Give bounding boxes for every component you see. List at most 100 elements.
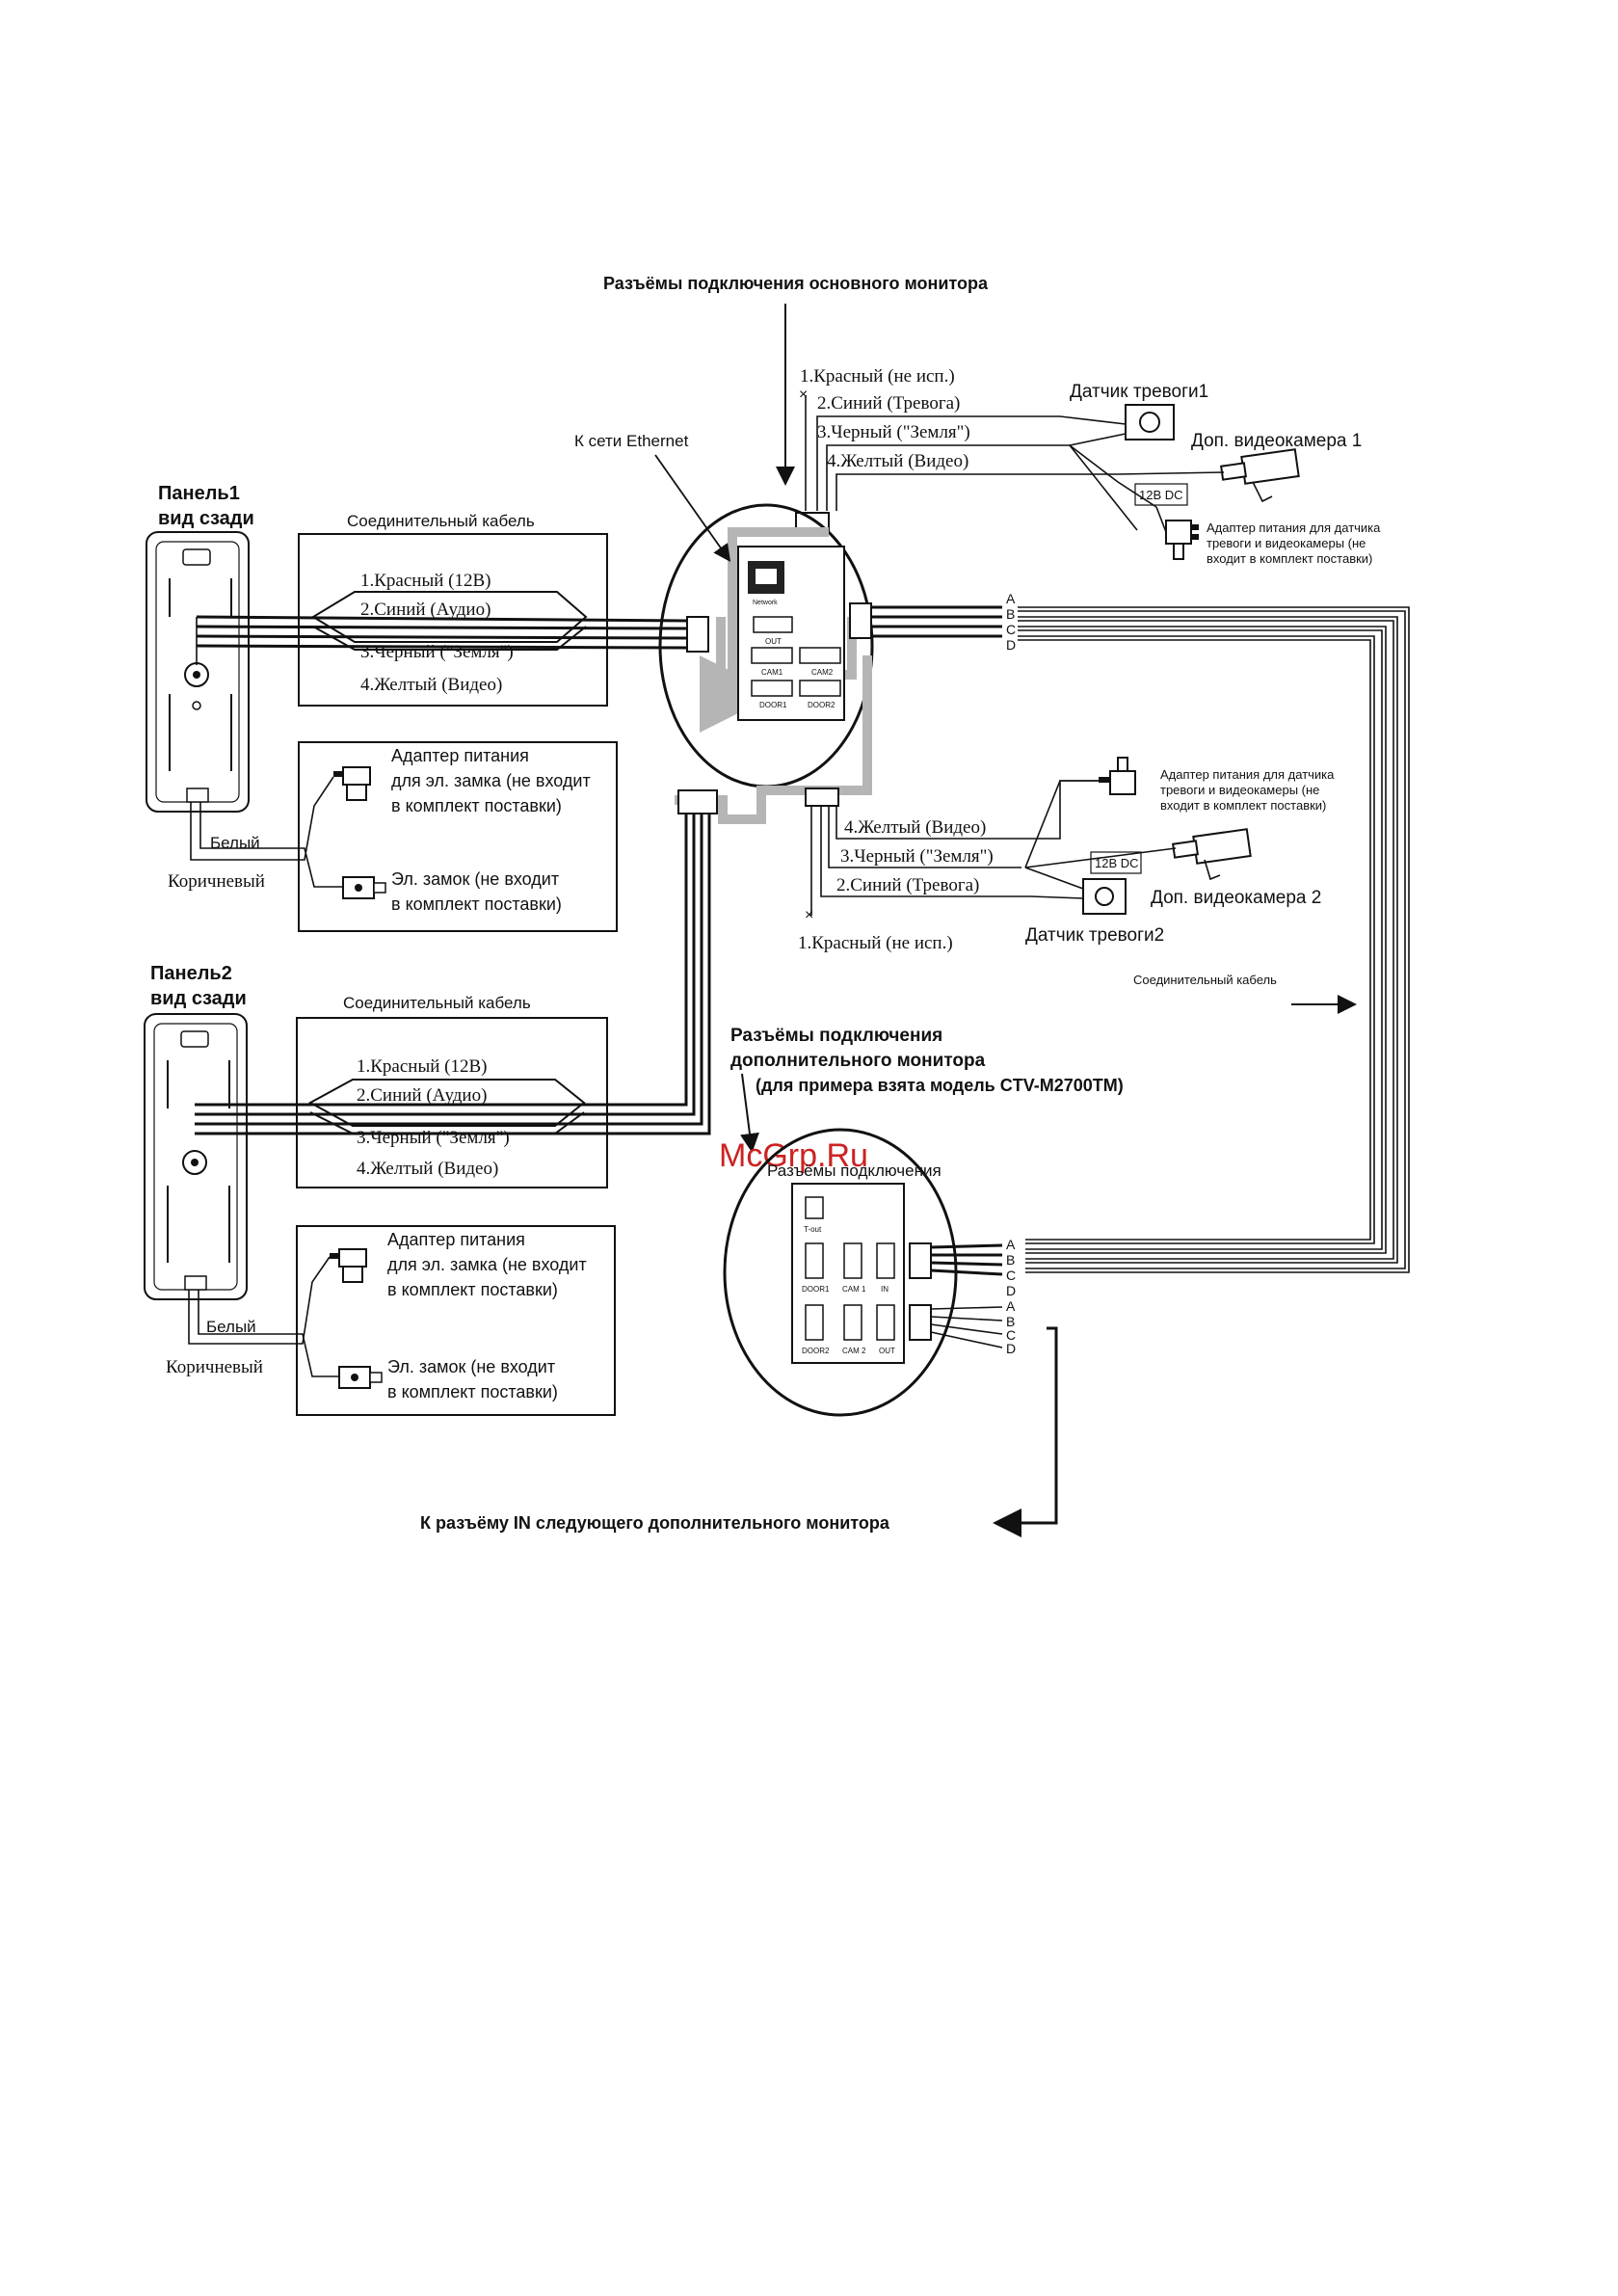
panel1-section: Панель1 вид сзади Соединительный кабель … xyxy=(146,483,688,932)
extra-out-c xyxy=(930,1323,1003,1335)
letter-d-mid: D xyxy=(1006,1283,1016,1298)
letter-a-mid: A xyxy=(1006,1237,1016,1252)
extra-out-d xyxy=(930,1331,1003,1348)
adapter2-wire xyxy=(1024,780,1099,868)
extra-in-port xyxy=(876,1242,895,1279)
p2-w1 xyxy=(195,800,688,1107)
panel1-wire-3: 3.Черный ("Земля") xyxy=(360,642,514,662)
alarm-sensor-2: Датчик тревоги2 xyxy=(1025,925,1164,946)
adapter2-line-2: тревоги и видеокамеры (не xyxy=(1160,783,1319,797)
bottom-wire-1: 1.Красный (не исп.) xyxy=(798,933,953,953)
bottom-wire-black xyxy=(828,806,1021,868)
adapter1-line-1: Адаптер питания для датчика xyxy=(1207,521,1381,535)
unused-x-top: × xyxy=(799,387,808,403)
door2-port xyxy=(799,680,841,697)
panel1-wire-4: 4.Желтый (Видео) xyxy=(360,675,502,695)
letter-b-top: B xyxy=(1006,606,1015,622)
panel2-cable-box xyxy=(296,1017,608,1188)
next-monitor-path xyxy=(993,1326,1058,1537)
p1-w1 xyxy=(196,615,688,623)
extra-in-d xyxy=(930,1268,1003,1276)
dc-box-1 xyxy=(1134,483,1188,506)
dc-box-2 xyxy=(1090,851,1142,874)
extra-monitor-title-2: дополнительного монитора xyxy=(730,1051,986,1071)
panel1-adapter-2: для эл. замка (не входит xyxy=(391,771,591,790)
panel1-wire-2: 2.Синий (Аудио) xyxy=(360,600,491,620)
bus-c-long-2 xyxy=(1018,629,1383,1250)
adapter2-line-3: входит в комплект поставки) xyxy=(1160,798,1326,813)
panel1-adapter-1: Адаптер питания xyxy=(391,746,529,765)
extra-cam1-port xyxy=(843,1242,862,1279)
tout-label: T-out xyxy=(804,1225,822,1234)
main-monitor-title: Разъёмы подключения основного монитора xyxy=(603,274,989,293)
extra-in-c xyxy=(930,1261,1003,1267)
right-cable-bus: A B C D Соединительный кабель xyxy=(871,591,1410,1273)
sensor1-wire-black xyxy=(1069,433,1127,446)
letter-b-bot: B xyxy=(1006,1314,1015,1329)
extra-out-a xyxy=(930,1306,1003,1310)
panel2-title-1: Панель2 xyxy=(150,963,232,984)
extra-cam1-label: CAM 1 xyxy=(842,1285,866,1294)
next-monitor-label: К разъёму IN следующего дополнительного … xyxy=(420,1513,890,1533)
alarm-sensor-2-circle xyxy=(1095,887,1114,906)
alarm-sensor-1-box xyxy=(1125,404,1175,441)
panel2-lock-box xyxy=(296,1225,616,1416)
bottom-wire-2: 2.Синий (Тревога) xyxy=(836,875,979,895)
letter-a-bot: A xyxy=(1006,1298,1016,1314)
panel1-lock-box xyxy=(298,741,618,932)
door2-label: DOOR2 xyxy=(808,701,836,709)
adapter-2-icon xyxy=(1099,757,1136,795)
door1-label: DOOR1 xyxy=(759,701,787,709)
panel2-lock-2: в комплект поставки) xyxy=(387,1382,558,1402)
panel1-device xyxy=(146,531,250,813)
letter-c-top: C xyxy=(1006,622,1016,637)
panel1-white: Белый xyxy=(210,834,260,852)
p2-w4 xyxy=(195,800,711,1135)
camera1-ground-wire xyxy=(1069,444,1157,508)
panel2-section: Панель2 вид сзади Соединительный кабель … xyxy=(144,789,718,1416)
p1-w4 xyxy=(196,644,688,650)
extra-door1-port xyxy=(805,1242,824,1279)
p2-white-wire xyxy=(188,1256,331,1345)
camera1-video-wire xyxy=(1117,471,1225,475)
p1-white-wire xyxy=(190,776,334,861)
extra-monitor-title-1: Разъёмы подключения xyxy=(730,1026,942,1046)
extra-connectors-label: Разъёмы подключения xyxy=(767,1161,942,1180)
letter-c-mid: C xyxy=(1006,1268,1016,1283)
panel1-title-1: Панель1 xyxy=(158,483,240,504)
alarm-sensor-1: Датчик тревоги1 xyxy=(1070,382,1208,402)
extra-out-label: OUT xyxy=(879,1347,895,1355)
panel1-lock-2: в комплект поставки) xyxy=(391,894,562,914)
dc-label-2: 12В DC xyxy=(1095,856,1139,870)
grey-route-4 xyxy=(675,655,872,824)
bus-b-long-1 xyxy=(1018,616,1398,1264)
alarm-bottom-section: Адаптер питания для датчика тревоги и ви… xyxy=(1024,757,1335,946)
panel2-wire-4: 4.Желтый (Видео) xyxy=(357,1159,498,1179)
adapter1-ground-wire xyxy=(1069,444,1138,531)
top-wire-1: 1.Красный (не исп.) xyxy=(800,366,955,387)
cam1-label: CAM1 xyxy=(761,668,783,677)
adapter1-wire xyxy=(1155,506,1167,533)
ethernet-arrow xyxy=(654,454,731,562)
camera-2-icon xyxy=(1172,828,1252,881)
alarm-top-section: Датчик тревоги1 Доп. видеокамера 1 12В D… xyxy=(1059,382,1381,566)
out-port xyxy=(753,616,793,633)
extra-out-port xyxy=(876,1304,895,1341)
extra-camera-2: Доп. видеокамера 2 xyxy=(1151,888,1321,908)
extra-monitor-arrow xyxy=(740,1073,759,1153)
adapter-1-icon xyxy=(1165,520,1199,560)
network-label: Network xyxy=(753,600,778,606)
top-wire-black xyxy=(826,444,1070,511)
panel2-bundle xyxy=(307,1079,586,1127)
extra-out-connector xyxy=(909,1304,932,1341)
camera2-wire xyxy=(1024,847,1177,868)
tout-port xyxy=(805,1196,824,1219)
panel1-wire-1: 1.Красный (12В) xyxy=(360,571,491,591)
panel2-adapter-1: Адаптер питания xyxy=(387,1230,525,1249)
ethernet-label: К сети Ethernet xyxy=(574,432,689,450)
panel2-lock-icon xyxy=(338,1366,383,1389)
extra-door2-port xyxy=(805,1304,824,1341)
panel2-wire-2: 2.Синий (Аудио) xyxy=(357,1085,487,1106)
extra-monitor-section: Разъёмы подключения дополнительного мони… xyxy=(420,1026,1124,1537)
